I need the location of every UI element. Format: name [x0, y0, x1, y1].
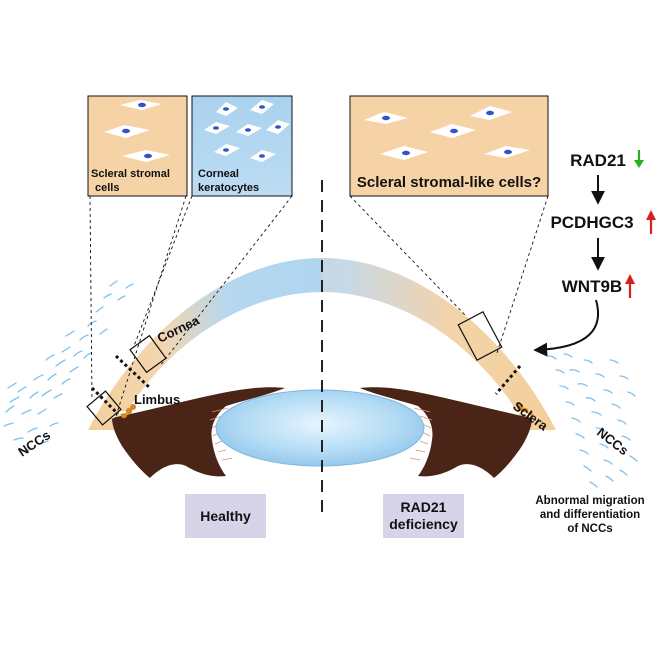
iris-left: [112, 387, 285, 478]
nccs-label-right: NCCs: [594, 425, 631, 459]
note-line-3: of NCCs: [567, 523, 612, 535]
rad21-label-2: deficiency: [389, 516, 458, 532]
note-line-2: and differentiation: [540, 509, 640, 521]
inset-scleral-stromal-cells: Scleral stromal cells: [87, 95, 188, 197]
gene-wnt9b: WNT9B: [562, 277, 622, 296]
healthy-label-box: [185, 494, 266, 538]
pathway-arrow-to-eye: [533, 299, 600, 357]
region-box-deficient: [457, 310, 503, 362]
boundary-deficient: [494, 365, 522, 395]
boundary-sclera-limbus: [90, 386, 120, 416]
note-line-1: Abnormal migration: [535, 495, 644, 507]
region-box-cornea: [129, 334, 167, 374]
limbus-edge-right: [517, 411, 533, 419]
limbus-cells: [120, 404, 136, 419]
iris-right: [360, 387, 532, 478]
down-arrow-icon: [634, 150, 644, 168]
rad21-label-1: RAD21: [401, 499, 447, 515]
connector-lines: [89, 195, 549, 417]
boundary-limbus-cornea: [114, 354, 152, 390]
healthy-label: Healthy: [200, 508, 251, 524]
corneal-box-label-2: keratocytes: [198, 182, 259, 194]
rad21-label-box: [383, 494, 464, 538]
up-arrow-icon-2: [625, 274, 635, 298]
stromal-like-nuclei: [382, 110, 512, 156]
eye-shell-deficient: [322, 258, 556, 430]
limbus-label: Limbus: [134, 392, 180, 407]
ncc-streaks-left: [3, 280, 134, 453]
gene-rad21: RAD21: [570, 151, 626, 170]
inset-scleral-stromal-like-cells: Scleral stromal-like cells?: [349, 95, 549, 197]
scleral-box-label-1: Scleral stromal: [91, 168, 170, 180]
nccs-label-left: NCCs: [15, 427, 53, 459]
keratocyte-nuclei: [213, 105, 281, 158]
ncc-streaks-right: [547, 353, 638, 488]
eye-shell-healthy: [88, 258, 322, 430]
scleral-box-label-2: cells: [95, 182, 119, 194]
up-arrow-icon-1: [646, 210, 656, 234]
deficient-box-label: Scleral stromal-like cells?: [357, 174, 541, 191]
region-box-sclera: [86, 390, 122, 426]
limbus-edge-left: [111, 411, 127, 419]
corneal-box-label-1: Corneal: [198, 168, 239, 180]
lens: [215, 389, 425, 467]
gene-pcdhgc3: PCDHGC3: [550, 213, 633, 232]
inset-corneal-keratocytes: Corneal keratocytes: [191, 95, 293, 197]
nuclei: [122, 102, 152, 159]
